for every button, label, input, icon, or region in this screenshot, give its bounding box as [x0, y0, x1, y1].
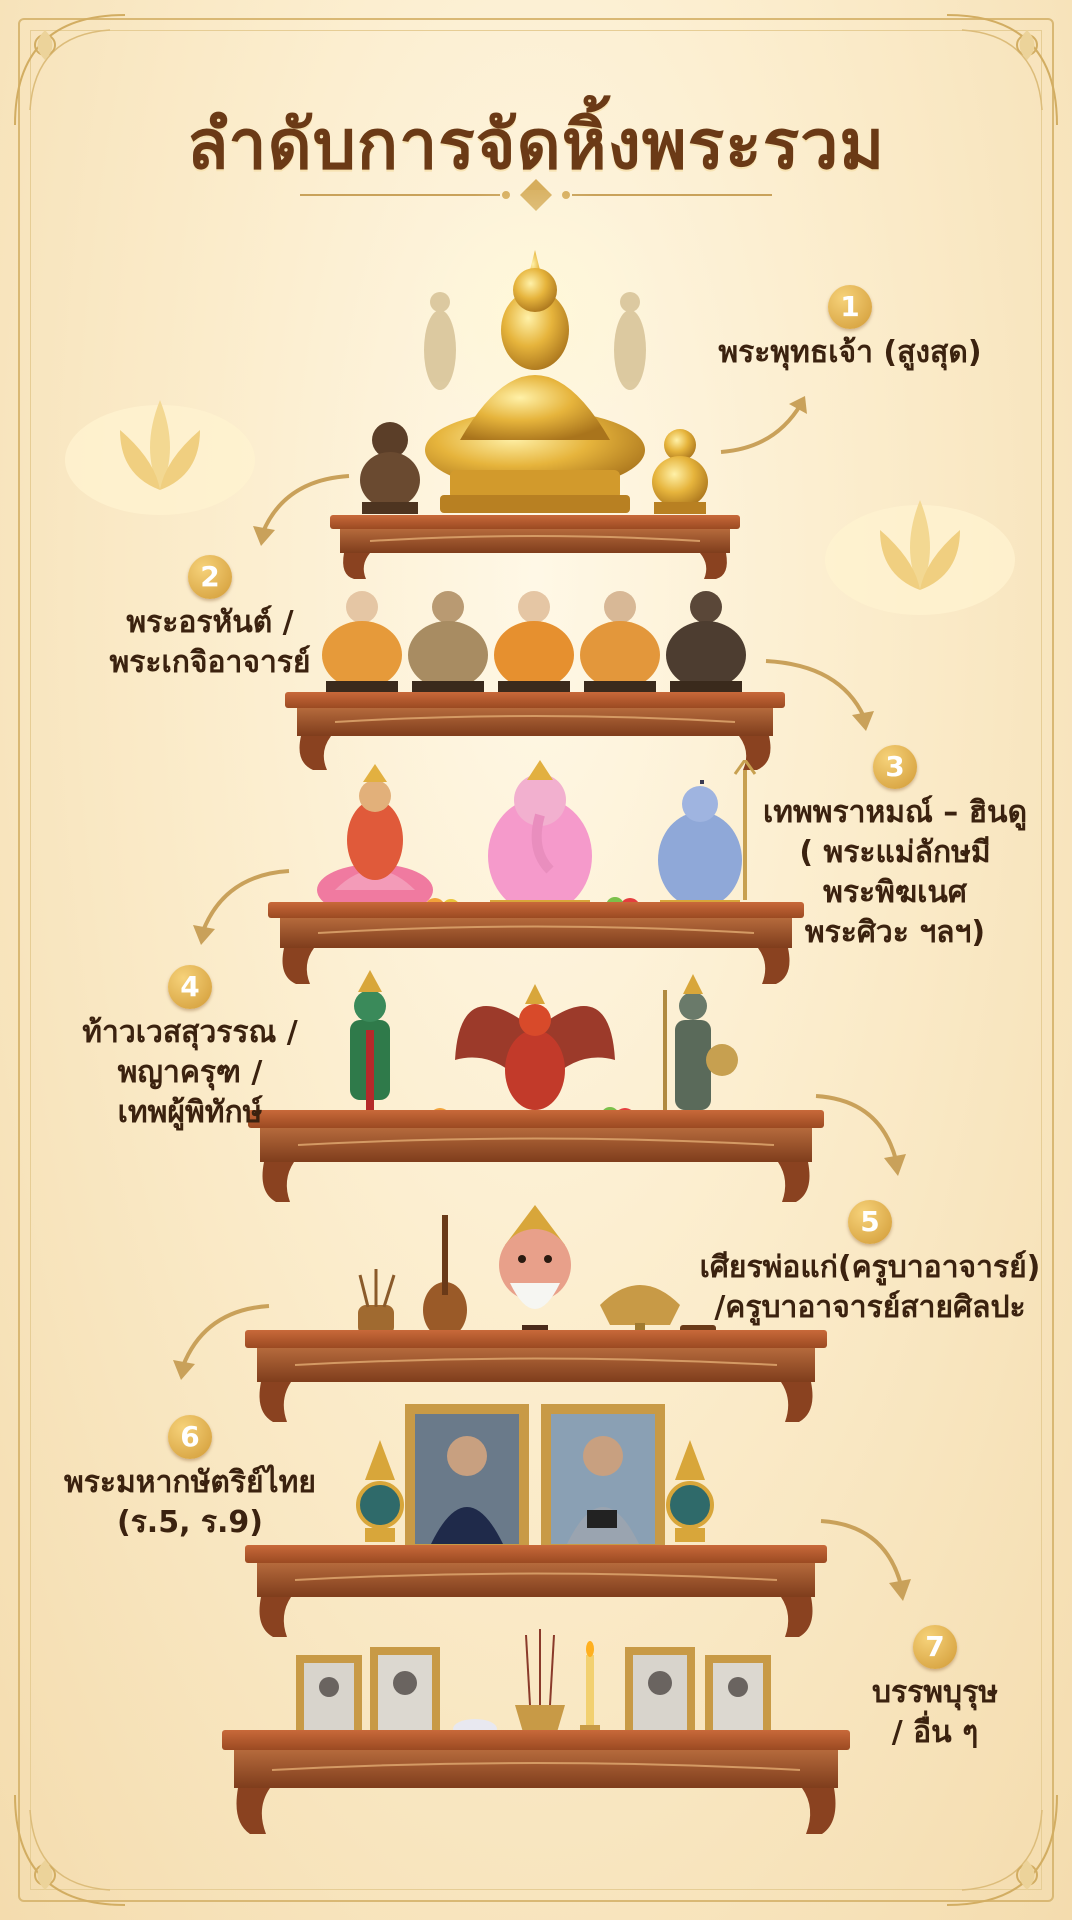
altar-shelf-7: [222, 1730, 850, 1834]
buddha-statues-group: [360, 190, 708, 514]
altar-shelf-6: [245, 1545, 827, 1637]
page-title: ลำดับการจัดหิ้งพระรวม: [186, 106, 886, 185]
tier-label-line: พระศิวะ ฯลฯ): [804, 915, 986, 950]
tier-label-line: พระพิฆเนศ: [823, 875, 967, 910]
tier-label-line: เทพผู้พิทักษ์: [117, 1095, 263, 1130]
tier-number-badge: 3: [873, 745, 917, 789]
altar-shelf-5: [245, 1330, 827, 1422]
tier-label-line: /ครูบาอาจารย์สายศิลปะ: [714, 1290, 1026, 1325]
tier-label-6: 6 พระมหากษัตริย์ไทย (ร.5, ร.9): [50, 1415, 330, 1543]
tier-label-line: พระอรหันต์ /: [126, 605, 294, 640]
tier-number-badge: 7: [913, 1625, 957, 1669]
tier-label-2: 2 พระอรหันต์ / พระเกจิอาจารย์: [90, 555, 330, 683]
teacher-head-and-instruments-group: [358, 1205, 716, 1341]
altar-shelf-1: [330, 515, 740, 579]
guardian-deities-group: [340, 970, 738, 1128]
curved-arrow-icon: [193, 869, 290, 945]
lotus-glow-icon: [65, 400, 255, 515]
tier-label-4: 4 ท้าวเวสสุวรรณ / พญาครุฑ / เทพผู้พิทักษ…: [60, 965, 320, 1133]
curved-arrow-icon: [173, 1304, 270, 1380]
tier-label-line: เศียรพ่อแก่(ครูบาอาจารย์): [699, 1250, 1041, 1285]
tier-number-badge: 5: [848, 1200, 892, 1244]
altar-shelf-4: [248, 1110, 824, 1202]
tier-number-badge: 4: [168, 965, 212, 1009]
tier-number-badge: 1: [828, 285, 872, 329]
corner-ornament-icon: [946, 14, 1058, 126]
border-frame: [18, 18, 1054, 1902]
tier-label-7: 7 บรรพบุรุษ / อื่น ๆ: [840, 1625, 1030, 1753]
border-frame-inner: [30, 30, 1042, 1890]
tier-label-line: พระมหากษัตริย์ไทย: [64, 1465, 316, 1500]
monk-statues-group: [322, 591, 746, 697]
tier-number-badge: 2: [188, 555, 232, 599]
ancestor-photos-group: [296, 1629, 771, 1739]
corner-ornament-icon: [14, 14, 126, 126]
lotus-glow-icon: [825, 500, 1015, 615]
tier-label-line: (ร.5, ร.9): [116, 1505, 264, 1540]
curved-arrow-icon: [253, 474, 350, 546]
altar-shelf-2: [285, 692, 785, 770]
king-portraits-group: [356, 1404, 714, 1554]
corner-ornament-icon: [14, 1794, 126, 1906]
curved-arrow-icon: [820, 1519, 911, 1601]
tier-label-line: พระเกจิอาจารย์: [109, 645, 311, 680]
curved-arrow-icon: [815, 1094, 906, 1176]
hindu-deities-group: [317, 760, 757, 918]
curved-arrow-icon: [720, 396, 807, 454]
tier-label-5: 5 เศียรพ่อแก่(ครูบาอาจารย์) /ครูบาอาจารย…: [690, 1200, 1050, 1328]
tier-label-line: ( พระแม่ลักษมี: [799, 835, 991, 870]
tier-label-line: พญาครุฑ /: [117, 1055, 263, 1090]
tier-label-3: 3 เทพพราหมณ์ – ฮินดู ( พระแม่ลักษมี พระพ…: [740, 745, 1050, 953]
tier-label-line: บรรพบุรุษ: [872, 1675, 998, 1710]
tier-label-line: เทพพราหมณ์ – ฮินดู: [762, 795, 1028, 830]
curved-arrow-icon: [765, 659, 874, 731]
tier-label-line: / อื่น ๆ: [891, 1715, 979, 1750]
corner-ornament-icon: [946, 1794, 1058, 1906]
tier-number-badge: 6: [168, 1415, 212, 1459]
altar-shelf-3: [268, 902, 804, 984]
tier-label-line: พระพุทธเจ้า (สูงสุด): [718, 335, 982, 370]
tier-label-line: ท้าวเวสสุวรรณ /: [82, 1015, 298, 1050]
tier-label-1: 1 พระพุทธเจ้า (สูงสุด): [690, 285, 1010, 373]
